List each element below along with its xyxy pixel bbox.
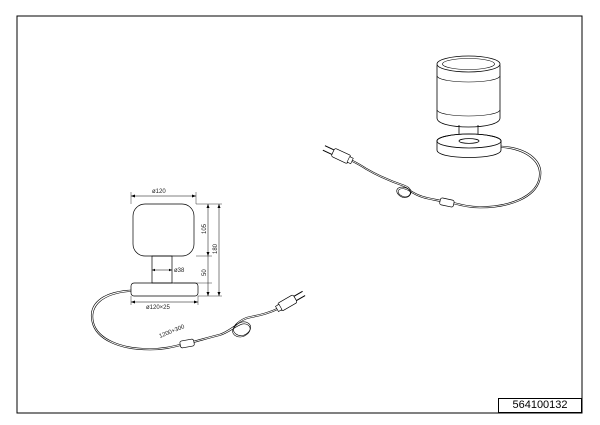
- front-view: [130, 192, 222, 305]
- dim-stem-height: 50: [202, 269, 208, 276]
- dim-base: ø120×25: [146, 305, 171, 311]
- front-base: [130, 282, 199, 297]
- front-shade: [132, 203, 195, 257]
- front-cable: [90, 289, 306, 351]
- perspective-cable: [322, 145, 542, 209]
- sheet-frame: [16, 15, 583, 414]
- perspective-plug: [322, 145, 354, 165]
- dim-cable-length: 1200+300: [159, 324, 187, 340]
- product-code-label: 564100132: [498, 398, 582, 413]
- dim-total-height: 180: [213, 243, 219, 254]
- dim-stem-diameter: ø38: [174, 268, 185, 274]
- dim-shade-diameter: ø120: [152, 189, 166, 195]
- perspective-cable-switch: [439, 197, 455, 208]
- dim-shade-height: 105: [202, 223, 208, 234]
- front-cable-switch: [179, 338, 195, 349]
- front-plug: [275, 290, 306, 312]
- perspective-view: [436, 55, 502, 158]
